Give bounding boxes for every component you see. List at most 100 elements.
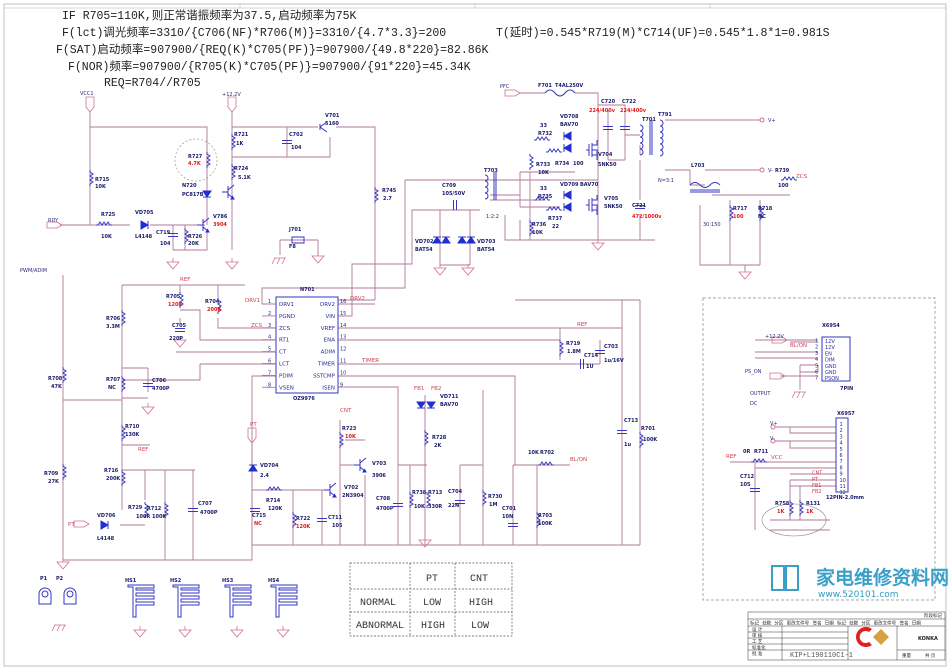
c722-value: 224/400v <box>620 108 647 114</box>
highlight-circle-r727 <box>174 138 218 182</box>
chassis-ground-icon <box>271 257 286 265</box>
vplus-terminal-icon <box>759 117 765 123</box>
r702-value: 10K <box>528 450 540 456</box>
r758-ref: R758 <box>775 501 790 507</box>
net-label-pfc: PFC <box>500 84 510 90</box>
v704-value: 5NK50 <box>598 162 617 168</box>
c711-ref: C711 <box>328 515 343 521</box>
ic-right-pin-name: VREF <box>321 326 335 332</box>
tb-header-cell: 分区 <box>774 620 783 627</box>
ic-left-pin-name: LCT <box>279 362 290 368</box>
R739-resistor-icon <box>781 176 797 181</box>
x6957-pin-number: 6 <box>840 453 843 459</box>
R737-resistor-icon <box>546 206 562 211</box>
t703-core-icon <box>493 172 497 200</box>
net-label-vminus: V- <box>768 168 773 174</box>
x6957-net-label: CNT <box>812 471 823 477</box>
x6954-note: 7PIN <box>840 386 853 392</box>
c712-ref: C712 <box>740 474 755 480</box>
ic-right-pin-number: 16 <box>340 299 346 305</box>
wire-net-11 <box>490 160 655 241</box>
ic-left-pin-name: PDIM <box>279 373 293 379</box>
watermark: 家电维修资料网 www.520101.com <box>771 565 949 600</box>
table-row-normal-pt: LOW <box>423 598 441 609</box>
x6957-pin-number: 11 <box>840 484 846 490</box>
hs2-ref: HS2 <box>170 578 182 584</box>
n720-ref: N720 <box>182 183 197 189</box>
x6957-note: 12PIN-2.0mm <box>826 495 864 501</box>
x6957-pin-number: 5 <box>840 447 843 453</box>
wire-net-8 <box>398 390 570 545</box>
x6954-pin-name: 12V <box>825 339 835 345</box>
c701-ref: C701 <box>502 506 517 512</box>
net-label-ref: REF <box>577 322 587 328</box>
v702-value: 2N3904 <box>342 493 364 499</box>
tb-row-label: 审 核 <box>752 632 763 639</box>
vminus-terminal-icon <box>759 167 765 173</box>
r734-ref: R734 <box>555 161 570 167</box>
heatsink-hs1-icon <box>127 584 155 618</box>
C703-capacitor-icon <box>595 350 605 354</box>
wire-net-5 <box>63 375 276 561</box>
R735-resistor-icon <box>534 196 550 201</box>
r735-ref: R735 <box>538 194 553 200</box>
t703-ref: T703 <box>484 168 498 174</box>
ground-icon <box>418 536 432 548</box>
ic-left-pin-name: VSEN <box>279 385 294 391</box>
vd704-ref: VD704 <box>260 463 279 469</box>
v786-value: 3904 <box>213 222 227 228</box>
R726-resistor-icon <box>184 228 189 244</box>
r711-value: 0R <box>743 449 750 455</box>
x6957-ref: X6957 <box>837 411 855 417</box>
x6957-pin-number: 7 <box>840 459 843 465</box>
V705-mosfet-icon <box>586 195 598 215</box>
watermark-url: www.520101.com <box>818 590 899 600</box>
net-label-output_dc_1: OUTPUT <box>750 391 771 397</box>
R707-resistor-icon <box>121 376 126 392</box>
N720-photo-transistor-icon <box>222 184 235 200</box>
ground-icon <box>738 268 752 280</box>
r739-ref: R739 <box>775 168 790 174</box>
x6957-pin-number: 4 <box>840 441 843 447</box>
net-label-drv2: DRV2 <box>350 296 365 302</box>
net-label-vcc1: VCC1 <box>80 91 94 97</box>
r702-ref: R702 <box>540 450 555 456</box>
vcc1-port-icon <box>85 96 95 113</box>
c713-ref: C713 <box>624 418 639 424</box>
C722-capacitor-icon <box>620 126 630 130</box>
r725-ref: R725 <box>101 212 116 218</box>
v703-value: 3906 <box>372 473 386 479</box>
r736-ref: R736 <box>532 222 547 228</box>
net-label-pt: PT <box>250 422 257 428</box>
ic-right-pin-number: 9 <box>340 382 343 388</box>
ic-right-pin-name: VIN <box>326 314 336 320</box>
ic-right-pin-name: TIMER <box>317 362 335 368</box>
table-row-normal-cnt: HIGH <box>469 598 493 609</box>
r726-value: 20K <box>188 241 200 247</box>
ic-right-pin-number: 11 <box>340 359 346 365</box>
r713-ref: R713 <box>428 490 443 496</box>
ground-icon <box>230 626 244 638</box>
net-label-v12: +12.2V <box>222 92 241 98</box>
R727-resistor-icon <box>206 152 211 168</box>
C709-capacitor-icon <box>453 200 457 210</box>
V702-transistor-icon <box>324 482 337 498</box>
r728-ref: R728 <box>432 435 447 441</box>
tb-row-label: 工 艺 <box>752 639 763 645</box>
c704-value: 22N <box>448 503 459 509</box>
note-line-2: F(lct)调光频率=3310/{C706(NF)*R706(M)}=3310/… <box>62 25 446 40</box>
x6954-pin-number: 2 <box>815 345 818 351</box>
wires <box>60 92 836 561</box>
note-line-3: F(SAT)启动频率=907900/{REQ(K)*C705(PF)}=9079… <box>56 42 489 57</box>
table-header-cnt: CNT <box>470 574 488 585</box>
wire-net-14 <box>755 339 819 390</box>
r719-ref: R719 <box>566 341 581 347</box>
vplus-x6957-terminal-icon <box>770 424 776 430</box>
watermark-text: 家电维修资料网 <box>816 566 949 589</box>
r703-value: 100K <box>538 521 553 527</box>
ic-right-pin-number: 12 <box>340 347 346 353</box>
r739-value: 100 <box>778 183 789 189</box>
f701-value: T4AL250V <box>555 83 583 89</box>
